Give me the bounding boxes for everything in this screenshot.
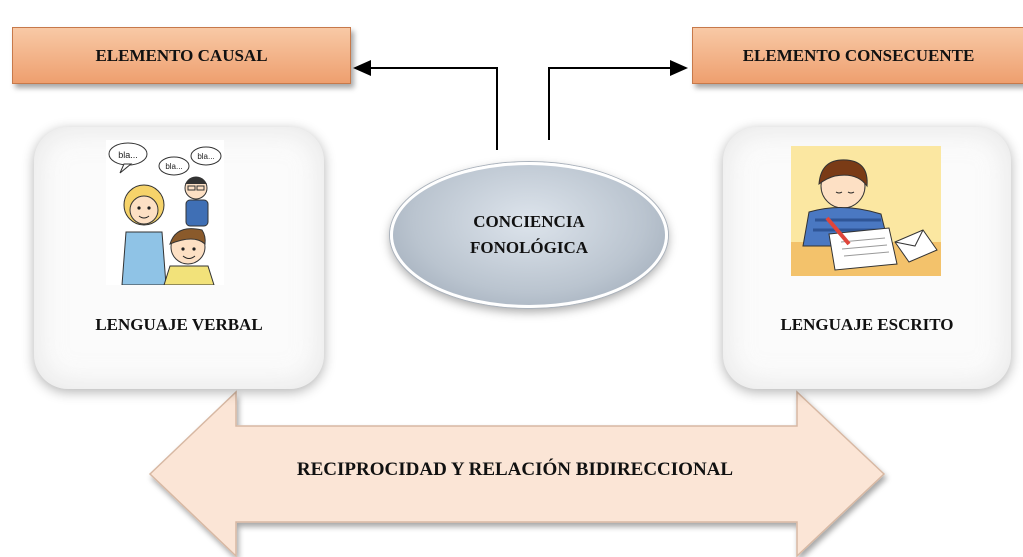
arrow-to-causal [353, 60, 498, 150]
arrow-to-consequent [548, 60, 688, 140]
verbal-language-card: bla... bla... bla... LENGUAJE VERBAL [34, 127, 324, 389]
bidirectional-arrow-shape [148, 390, 886, 557]
phonological-awareness-line2: FONOLÓGICA [469, 238, 589, 257]
speech-bubble-text: bla... [165, 162, 182, 171]
consequent-element-box: ELEMENTO CONSECUENTE [692, 27, 1023, 84]
written-language-label: LENGUAJE ESCRITO [780, 315, 954, 334]
bidirectional-arrow-label: RECIPROCIDAD Y RELACIÓN BIDIRECCIONAL [296, 459, 734, 480]
verbal-language-label: LENGUAJE VERBAL [95, 315, 263, 334]
causal-element-label: ELEMENTO CAUSAL [95, 45, 268, 65]
phonological-awareness-line1: CONCIENCIA [473, 212, 585, 231]
causal-element-box: ELEMENTO CAUSAL [12, 27, 351, 84]
written-language-card: LENGUAJE ESCRITO [723, 127, 1011, 389]
speech-bubble-text: bla... [118, 150, 138, 160]
children-talking-illustration: bla... bla... bla... [106, 140, 224, 285]
speech-bubble-text: bla... [197, 152, 214, 161]
phonological-awareness-ellipse: CONCIENCIA FONOLÓGICA [390, 162, 668, 308]
boy-writing-illustration [791, 146, 941, 276]
consequent-element-label: ELEMENTO CONSECUENTE [742, 45, 975, 65]
